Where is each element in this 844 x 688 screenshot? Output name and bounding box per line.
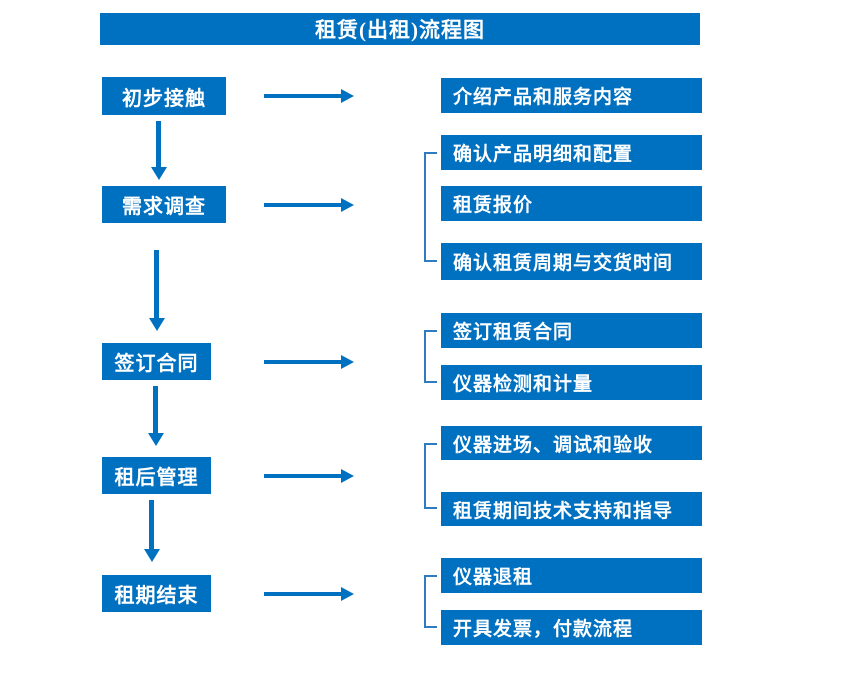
detail-box-2-2: 租赁报价 [441, 186, 702, 221]
down-arrow-icon [149, 250, 165, 331]
step-box-2: 需求调查 [102, 186, 226, 223]
detail-box-5-2: 开具发票，付款流程 [441, 610, 702, 645]
detail-box-4-1: 仪器进场、调试和验收 [441, 426, 702, 460]
detail-box-1-1: 介绍产品和服务内容 [441, 78, 702, 113]
bracket [424, 575, 437, 628]
bracket [424, 330, 437, 383]
detail-box-3-2: 仪器检测和计量 [441, 365, 702, 400]
detail-box-4-2: 租赁期间技术支持和指导 [441, 492, 702, 526]
detail-box-5-1: 仪器退租 [441, 558, 702, 593]
detail-box-3-1: 签订租赁合同 [441, 313, 702, 348]
right-arrow-icon [264, 469, 354, 483]
step-box-5: 租期结束 [102, 575, 211, 612]
bracket [424, 152, 437, 262]
right-arrow-icon [264, 587, 354, 601]
detail-box-2-3: 确认租赁周期与交货时间 [441, 243, 702, 280]
step-box-1: 初步接触 [102, 77, 226, 115]
right-arrow-icon [264, 198, 354, 212]
detail-box-2-1: 确认产品明细和配置 [441, 135, 702, 170]
step-box-4: 租后管理 [102, 457, 211, 494]
right-arrow-icon [264, 89, 354, 103]
flowchart-title: 租赁(出租)流程图 [100, 13, 700, 45]
step-box-3: 签订合同 [102, 343, 211, 380]
down-arrow-icon [151, 121, 167, 180]
right-arrow-icon [264, 355, 354, 369]
bracket [424, 443, 437, 509]
down-arrow-icon [144, 500, 160, 562]
down-arrow-icon [148, 386, 164, 446]
